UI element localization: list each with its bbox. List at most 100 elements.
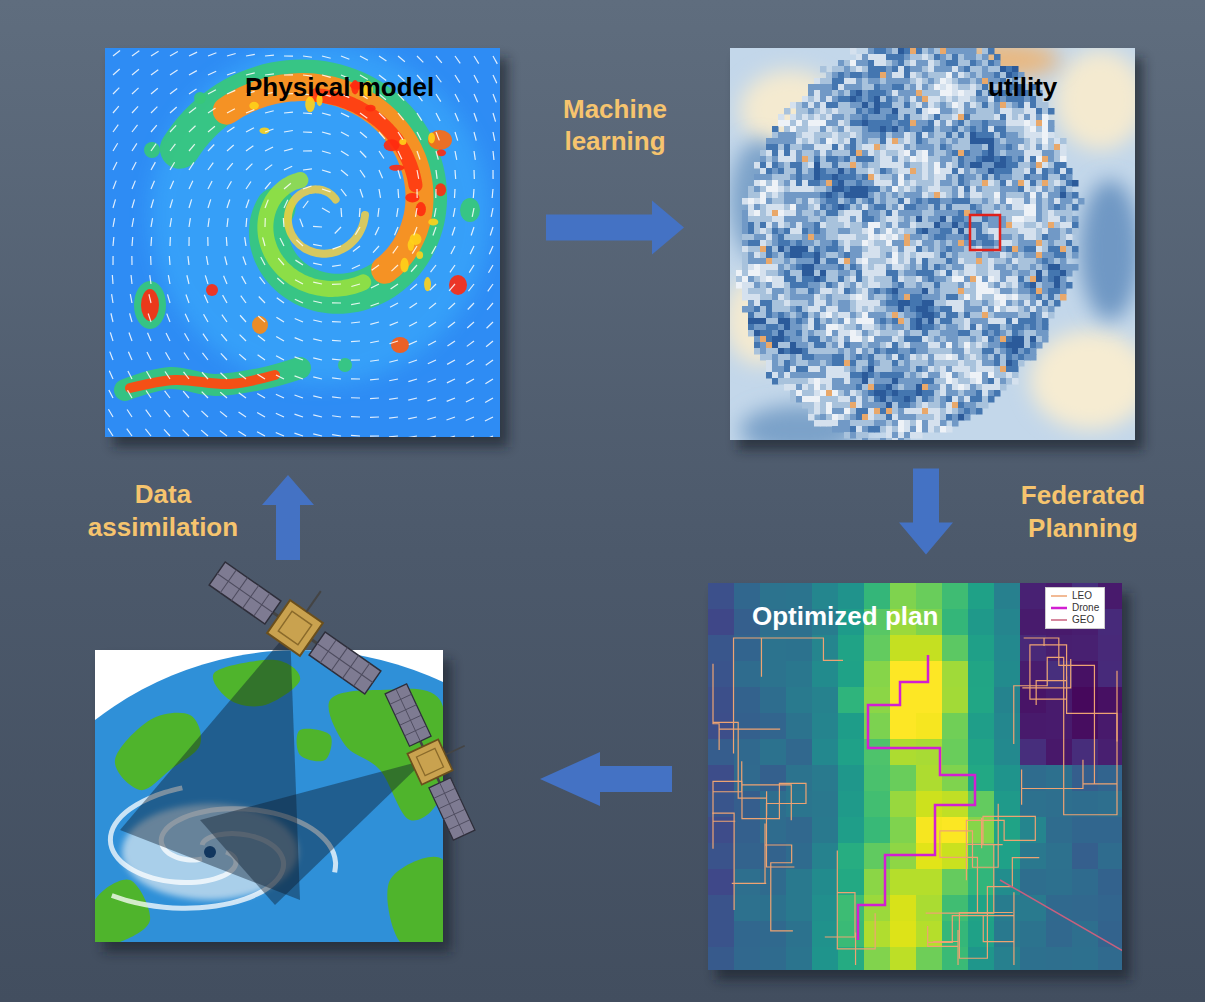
utility-texture (904, 282, 911, 289)
utility-texture (766, 240, 773, 247)
utility-texture (904, 156, 911, 163)
wind-vector (455, 94, 459, 102)
utility-texture (850, 132, 857, 139)
utility-texture (808, 372, 815, 379)
utility-texture (844, 270, 851, 277)
utility-texture (802, 156, 809, 163)
wind-vector (359, 208, 361, 217)
utility-texture (892, 132, 899, 139)
utility-texture (904, 174, 911, 181)
utility-texture (736, 276, 743, 283)
utility-texture (892, 276, 899, 283)
utility-texture (844, 420, 851, 427)
utility-texture (826, 240, 833, 247)
utility-texture (802, 354, 809, 361)
utility-texture (886, 180, 893, 187)
utility-texture (820, 216, 827, 223)
utility-texture (850, 288, 857, 295)
utility-texture (790, 210, 797, 217)
utility-texture (868, 66, 875, 73)
utility-texture (772, 372, 779, 379)
utility-texture (898, 312, 905, 319)
utility-texture (892, 270, 899, 277)
utility-texture (826, 336, 833, 343)
utility-texture (838, 234, 845, 241)
utility-texture (820, 300, 827, 307)
utility-texture (826, 84, 833, 91)
wind-vector (189, 144, 195, 151)
utility-texture (874, 150, 881, 157)
utility-texture (808, 294, 815, 301)
utility-texture (748, 288, 755, 295)
utility-texture (790, 336, 797, 343)
utility-texture (820, 294, 827, 301)
wind-vector (492, 151, 494, 160)
utility-texture (886, 78, 893, 85)
utility-texture (856, 330, 863, 337)
utility-texture (766, 204, 773, 211)
utility-texture (874, 342, 881, 349)
utility-texture (802, 126, 809, 133)
utility-texture (814, 138, 821, 145)
utility-texture (898, 408, 905, 415)
rain-cell (389, 165, 404, 171)
utility-texture (832, 144, 839, 151)
utility-texture (904, 102, 911, 109)
wind-vector (202, 353, 208, 360)
utility-texture (838, 270, 845, 277)
utility-texture (844, 354, 851, 361)
utility-texture (826, 342, 833, 349)
utility-texture (868, 114, 875, 121)
utility-texture (874, 114, 881, 121)
wind-vector (303, 112, 312, 114)
panel-shadow (716, 593, 1130, 980)
utility-texture (778, 162, 785, 169)
utility-texture (748, 210, 755, 217)
utility-texture (832, 396, 839, 403)
utility-texture (844, 324, 851, 331)
utility-texture (868, 108, 875, 115)
utility-texture (742, 222, 749, 229)
utility-texture (838, 72, 845, 79)
utility-texture (880, 228, 887, 235)
utility-texture (844, 108, 851, 115)
utility-texture (754, 186, 761, 193)
wind-vector (265, 111, 274, 113)
utility-texture (808, 180, 815, 187)
utility-texture (838, 384, 845, 391)
utility-texture (904, 84, 911, 91)
wind-vector (127, 390, 132, 398)
wind-vector (223, 295, 227, 303)
utility-texture (880, 120, 887, 127)
utility-texture (844, 252, 851, 259)
utility-texture (880, 156, 887, 163)
utility-texture (898, 324, 905, 331)
utility-texture (904, 294, 911, 301)
utility-texture (754, 270, 761, 277)
wind-vector (130, 294, 132, 303)
utility-texture (868, 162, 875, 169)
utility-texture (874, 180, 881, 187)
utility-texture (760, 288, 767, 295)
utility-texture (820, 360, 827, 367)
utility-texture (814, 366, 821, 373)
utility-texture (790, 306, 797, 313)
utility-texture (880, 312, 887, 319)
wind-vector (164, 410, 170, 417)
wind-vector (397, 208, 398, 217)
utility-texture (838, 120, 845, 127)
utility-texture (796, 192, 803, 199)
utility-texture (784, 186, 791, 193)
wind-vector (166, 352, 170, 360)
utility-texture (856, 384, 863, 391)
utility-texture (838, 222, 845, 229)
utility-texture (814, 108, 821, 115)
utility-texture (802, 360, 809, 367)
utility-texture (772, 342, 779, 349)
utility-texture (796, 270, 803, 277)
utility-texture (880, 324, 887, 331)
utility-texture (862, 432, 869, 439)
utility-texture (820, 240, 827, 247)
utility-texture (880, 222, 887, 229)
utility-texture (802, 210, 809, 217)
